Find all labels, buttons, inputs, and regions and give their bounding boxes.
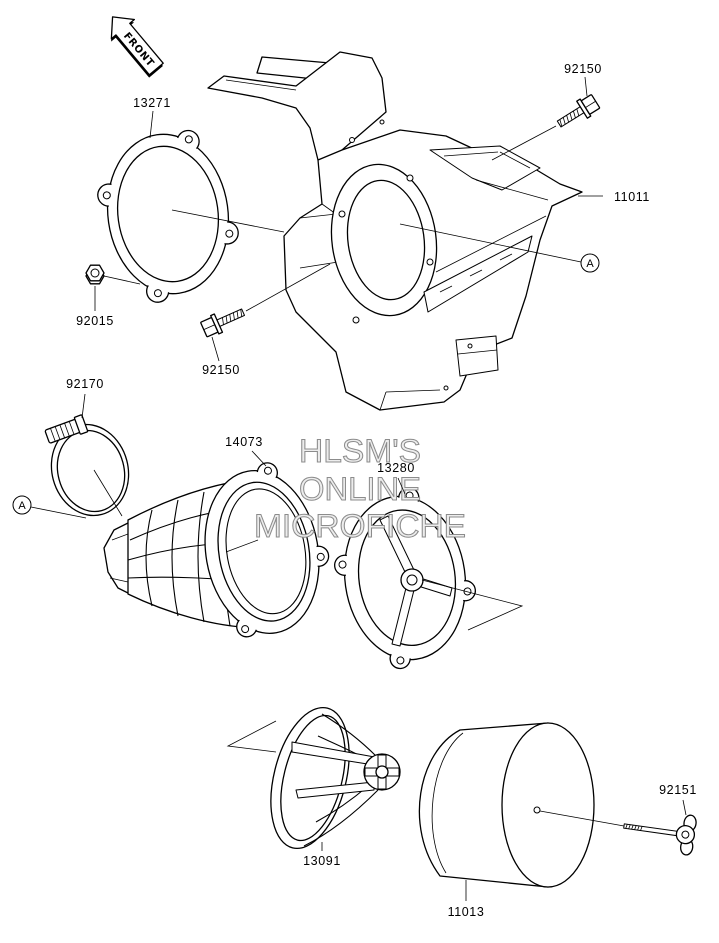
- callout-holder: 14073: [225, 435, 263, 449]
- alignment-line: [226, 720, 277, 753]
- watermark-line-3: MICROFICHE: [254, 508, 466, 544]
- alignment-line: [491, 125, 557, 161]
- hose-clamp: [44, 414, 130, 517]
- callout-nut: 92015: [76, 314, 114, 328]
- callout-element-cage: 13091: [303, 854, 341, 868]
- watermark: HLSM'S ONLINE MICROFICHE: [254, 433, 467, 545]
- alignment-line: [93, 469, 123, 517]
- callout-bolt-upper: 92150: [564, 62, 602, 76]
- alignment-line: [30, 506, 87, 519]
- bolt-lower: [200, 308, 245, 338]
- holder-plate: [333, 487, 524, 670]
- nut: [85, 264, 105, 285]
- callout-clamp: 92170: [66, 377, 104, 391]
- reference-marker-right: A: [580, 253, 600, 273]
- alignment-line: [103, 275, 141, 285]
- front-arrow-icon: FRONT: [110, 16, 164, 78]
- callout-housing: 11011: [614, 190, 650, 204]
- foam-filter: [418, 722, 595, 888]
- alignment-line: [399, 223, 582, 263]
- callout-bolt-lower: 92150: [202, 363, 240, 377]
- gasket: [97, 129, 239, 303]
- callout-filter: 11013: [448, 905, 485, 919]
- alignment-line: [245, 263, 331, 312]
- bolt-upper: [556, 94, 601, 128]
- callout-gasket: 13271: [133, 96, 171, 110]
- reference-marker-right-label: A: [586, 258, 594, 270]
- reference-marker-left-label: A: [18, 500, 26, 512]
- alignment-line: [171, 209, 285, 233]
- leader-lines: [81, 76, 687, 901]
- reference-marker-left: A: [12, 495, 32, 515]
- watermark-line-1: HLSM'S: [299, 433, 421, 469]
- watermark-line-2: ONLINE: [299, 471, 421, 507]
- air-box-housing: [207, 51, 583, 411]
- filter-holder: [103, 462, 330, 638]
- alignment-line: [539, 810, 625, 827]
- element-cage: [270, 706, 401, 850]
- wing-bolt: [623, 814, 697, 856]
- callout-plate: 13280: [377, 461, 415, 475]
- callout-wing-bolt: 92151: [659, 783, 697, 797]
